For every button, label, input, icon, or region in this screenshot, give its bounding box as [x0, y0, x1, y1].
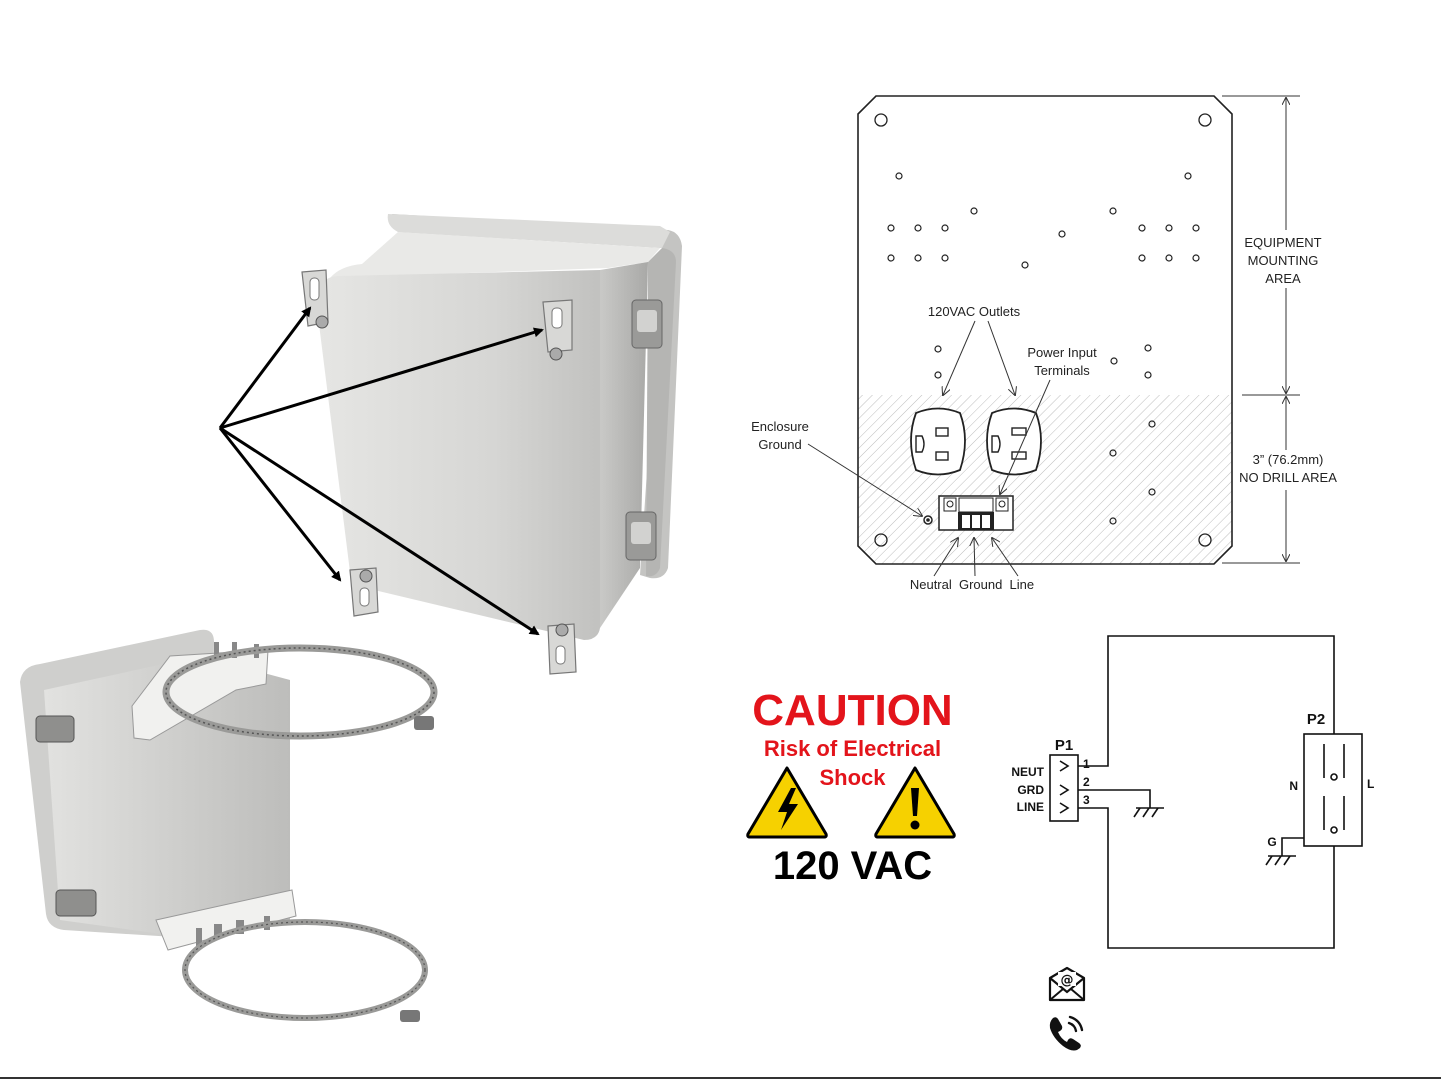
neutral-side-label: N [1289, 779, 1298, 793]
equipment-area-label-line1: EQUIPMENT [1244, 235, 1321, 250]
enclosure-ground-label-line1: Enclosure [751, 419, 809, 434]
pin-number-1: 1 [1083, 757, 1090, 771]
wiring-schematic: P1 P2 NEUT GRD LINE 1 2 3 N L G [990, 625, 1390, 960]
pin-name-grd: GRD [1017, 783, 1044, 797]
equipment-area-label-line3: AREA [1265, 271, 1301, 286]
terminal-labels: Neutral Ground Line [910, 577, 1034, 592]
bottom-rule [0, 1077, 1441, 1079]
outlets-label: 120VAC Outlets [928, 304, 1021, 319]
pin-number-3: 3 [1083, 793, 1090, 807]
power-input-label-line2: Terminals [1034, 363, 1090, 378]
equipment-area-label-line2: MOUNTING [1248, 253, 1319, 268]
warning-exclamation-icon [872, 764, 958, 840]
electrical-shock-warning-icon [744, 764, 830, 840]
pin-name-line: LINE [1017, 800, 1044, 814]
pole-mount-kit-photo [0, 620, 470, 1040]
voltage-label: 120 VAC [740, 842, 965, 890]
svg-text:@: @ [1061, 973, 1074, 988]
ground-label: G [1267, 835, 1276, 849]
no-drill-label-line1: 3” (76.2mm) [1253, 452, 1324, 467]
pin-number-2: 2 [1083, 775, 1090, 789]
p2-receptacle [1304, 734, 1362, 846]
enclosure-feet-photo [0, 0, 720, 690]
caution-subtitle-line1: Risk of Electrical [740, 734, 965, 763]
p1-label: P1 [1055, 737, 1073, 754]
power-input-label-line1: Power Input [1027, 345, 1097, 360]
power-terminal-block [939, 496, 1013, 530]
pin-name-neut: NEUT [1011, 765, 1044, 779]
enclosure-ground-label-line2: Ground [758, 437, 801, 452]
mounting-plate-diagram: 120VAC Outlets Power Input Terminals Enc… [720, 80, 1380, 600]
envelope-at-icon: @ [1047, 966, 1087, 1002]
no-drill-label-line2: NO DRILL AREA [1239, 470, 1337, 485]
caution-title: CAUTION [740, 688, 965, 734]
p2-label: P2 [1307, 711, 1325, 728]
phone-ringing-icon [1047, 1014, 1085, 1052]
line-side-label: L [1367, 777, 1374, 791]
outlet-left [911, 409, 965, 475]
